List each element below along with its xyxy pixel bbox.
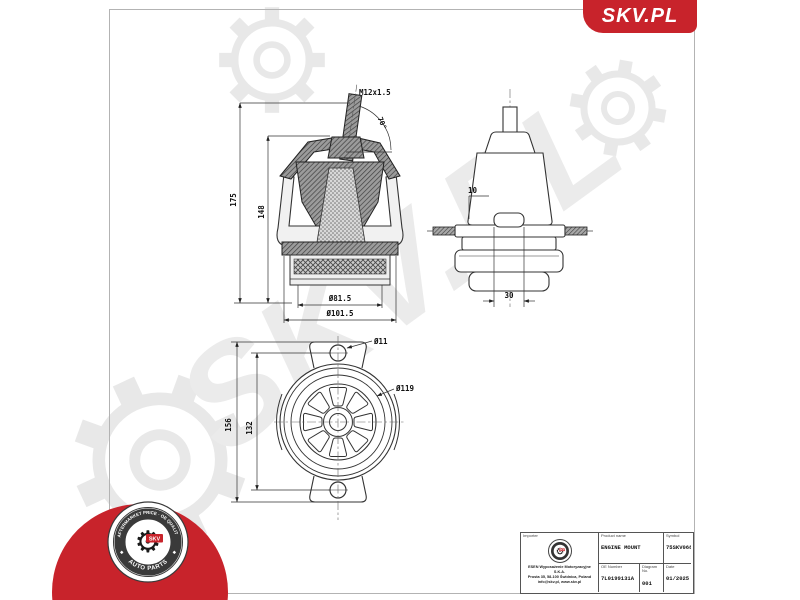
bottom-view: Ø11 Ø119 156 132 (224, 336, 415, 520)
dim-thread: M12x1.5 (359, 88, 391, 97)
side-dimensions (468, 195, 535, 307)
bottom-dimensions (231, 340, 395, 503)
sheet-frame (109, 9, 695, 594)
symbol-label: Symbol (666, 533, 680, 538)
product-label: Product name (601, 533, 626, 538)
section-dimensions (234, 102, 397, 323)
product-value: ENGINE MOUNT (601, 544, 641, 552)
dim-height-total: 175 (229, 193, 238, 207)
side-part (427, 106, 593, 292)
oe-number-label: OE Number (601, 564, 623, 569)
company-line1: ESEN Wyposażenie Motoryzacyjne S.K.A. (528, 565, 591, 575)
dim-flange-dia: Ø119 (395, 384, 415, 393)
company-line3: info@skv.pl, www.skv.pl (537, 579, 582, 584)
title-block: Importer ⚙ SKV ESEN Wyposażenie Motoryza… (520, 532, 694, 594)
dim-side-base: 30 (504, 291, 514, 300)
brand-logo-text: SKV.PL (601, 5, 679, 27)
company-line2: Prosta 35, 58-100 Świdnica, Poland (527, 574, 592, 579)
diamond-icon: ◆ (120, 550, 124, 555)
dim-length-outer: 156 (224, 418, 233, 432)
gear-icon: ⚙ (555, 547, 564, 558)
diamond-icon: ◆ (173, 550, 177, 555)
date-cell: Date 01/2025 (663, 563, 691, 592)
section-view: M12x1.5 70° 175 148 Ø81.5 Ø101.5 (229, 84, 404, 323)
importer-logo: ⚙ SKV (547, 539, 572, 564)
brand-logo: SKV.PL (583, 0, 697, 33)
importer-logo-abbr: SKV (559, 550, 564, 552)
badge-center-abbr: SKV (149, 537, 161, 543)
importer-label: Importer (523, 533, 538, 538)
diagram-no-label: Diagram No. (642, 564, 658, 574)
dim-side-offset: 10 (468, 186, 478, 195)
quality-badge: AFTERMARKET PRICE · OE QUALITY AUTO PART… (105, 496, 189, 583)
diagram-no-cell: Diagram No. 001 (639, 563, 663, 592)
date-value: 01/2025 (666, 575, 690, 583)
diagram-no-value: 001 (642, 579, 652, 587)
oe-number-cell: OE Number 7L0199131A (598, 563, 639, 592)
threaded-stud (339, 84, 363, 174)
dim-bolt-hole: Ø11 (373, 337, 388, 346)
dim-dia-inner: Ø81.5 (328, 294, 352, 303)
dim-height-rubber: 148 (257, 205, 266, 219)
dim-dia-outer: Ø101.5 (325, 309, 353, 318)
symbol-cell: Symbol 75SKV068 (663, 533, 691, 563)
section-part (276, 84, 404, 286)
symbol-value: 75SKV068 (666, 544, 691, 552)
oe-number-value: 7L0199131A (601, 575, 635, 583)
importer-cell: Importer ⚙ SKV ESEN Wyposażenie Motoryza… (521, 533, 598, 592)
dim-length-holes: 132 (245, 421, 254, 435)
centerlines (274, 336, 404, 520)
date-label: Date (666, 564, 675, 569)
product-cell: Product name ENGINE MOUNT (598, 533, 663, 563)
side-view: 10 30 (427, 89, 593, 307)
